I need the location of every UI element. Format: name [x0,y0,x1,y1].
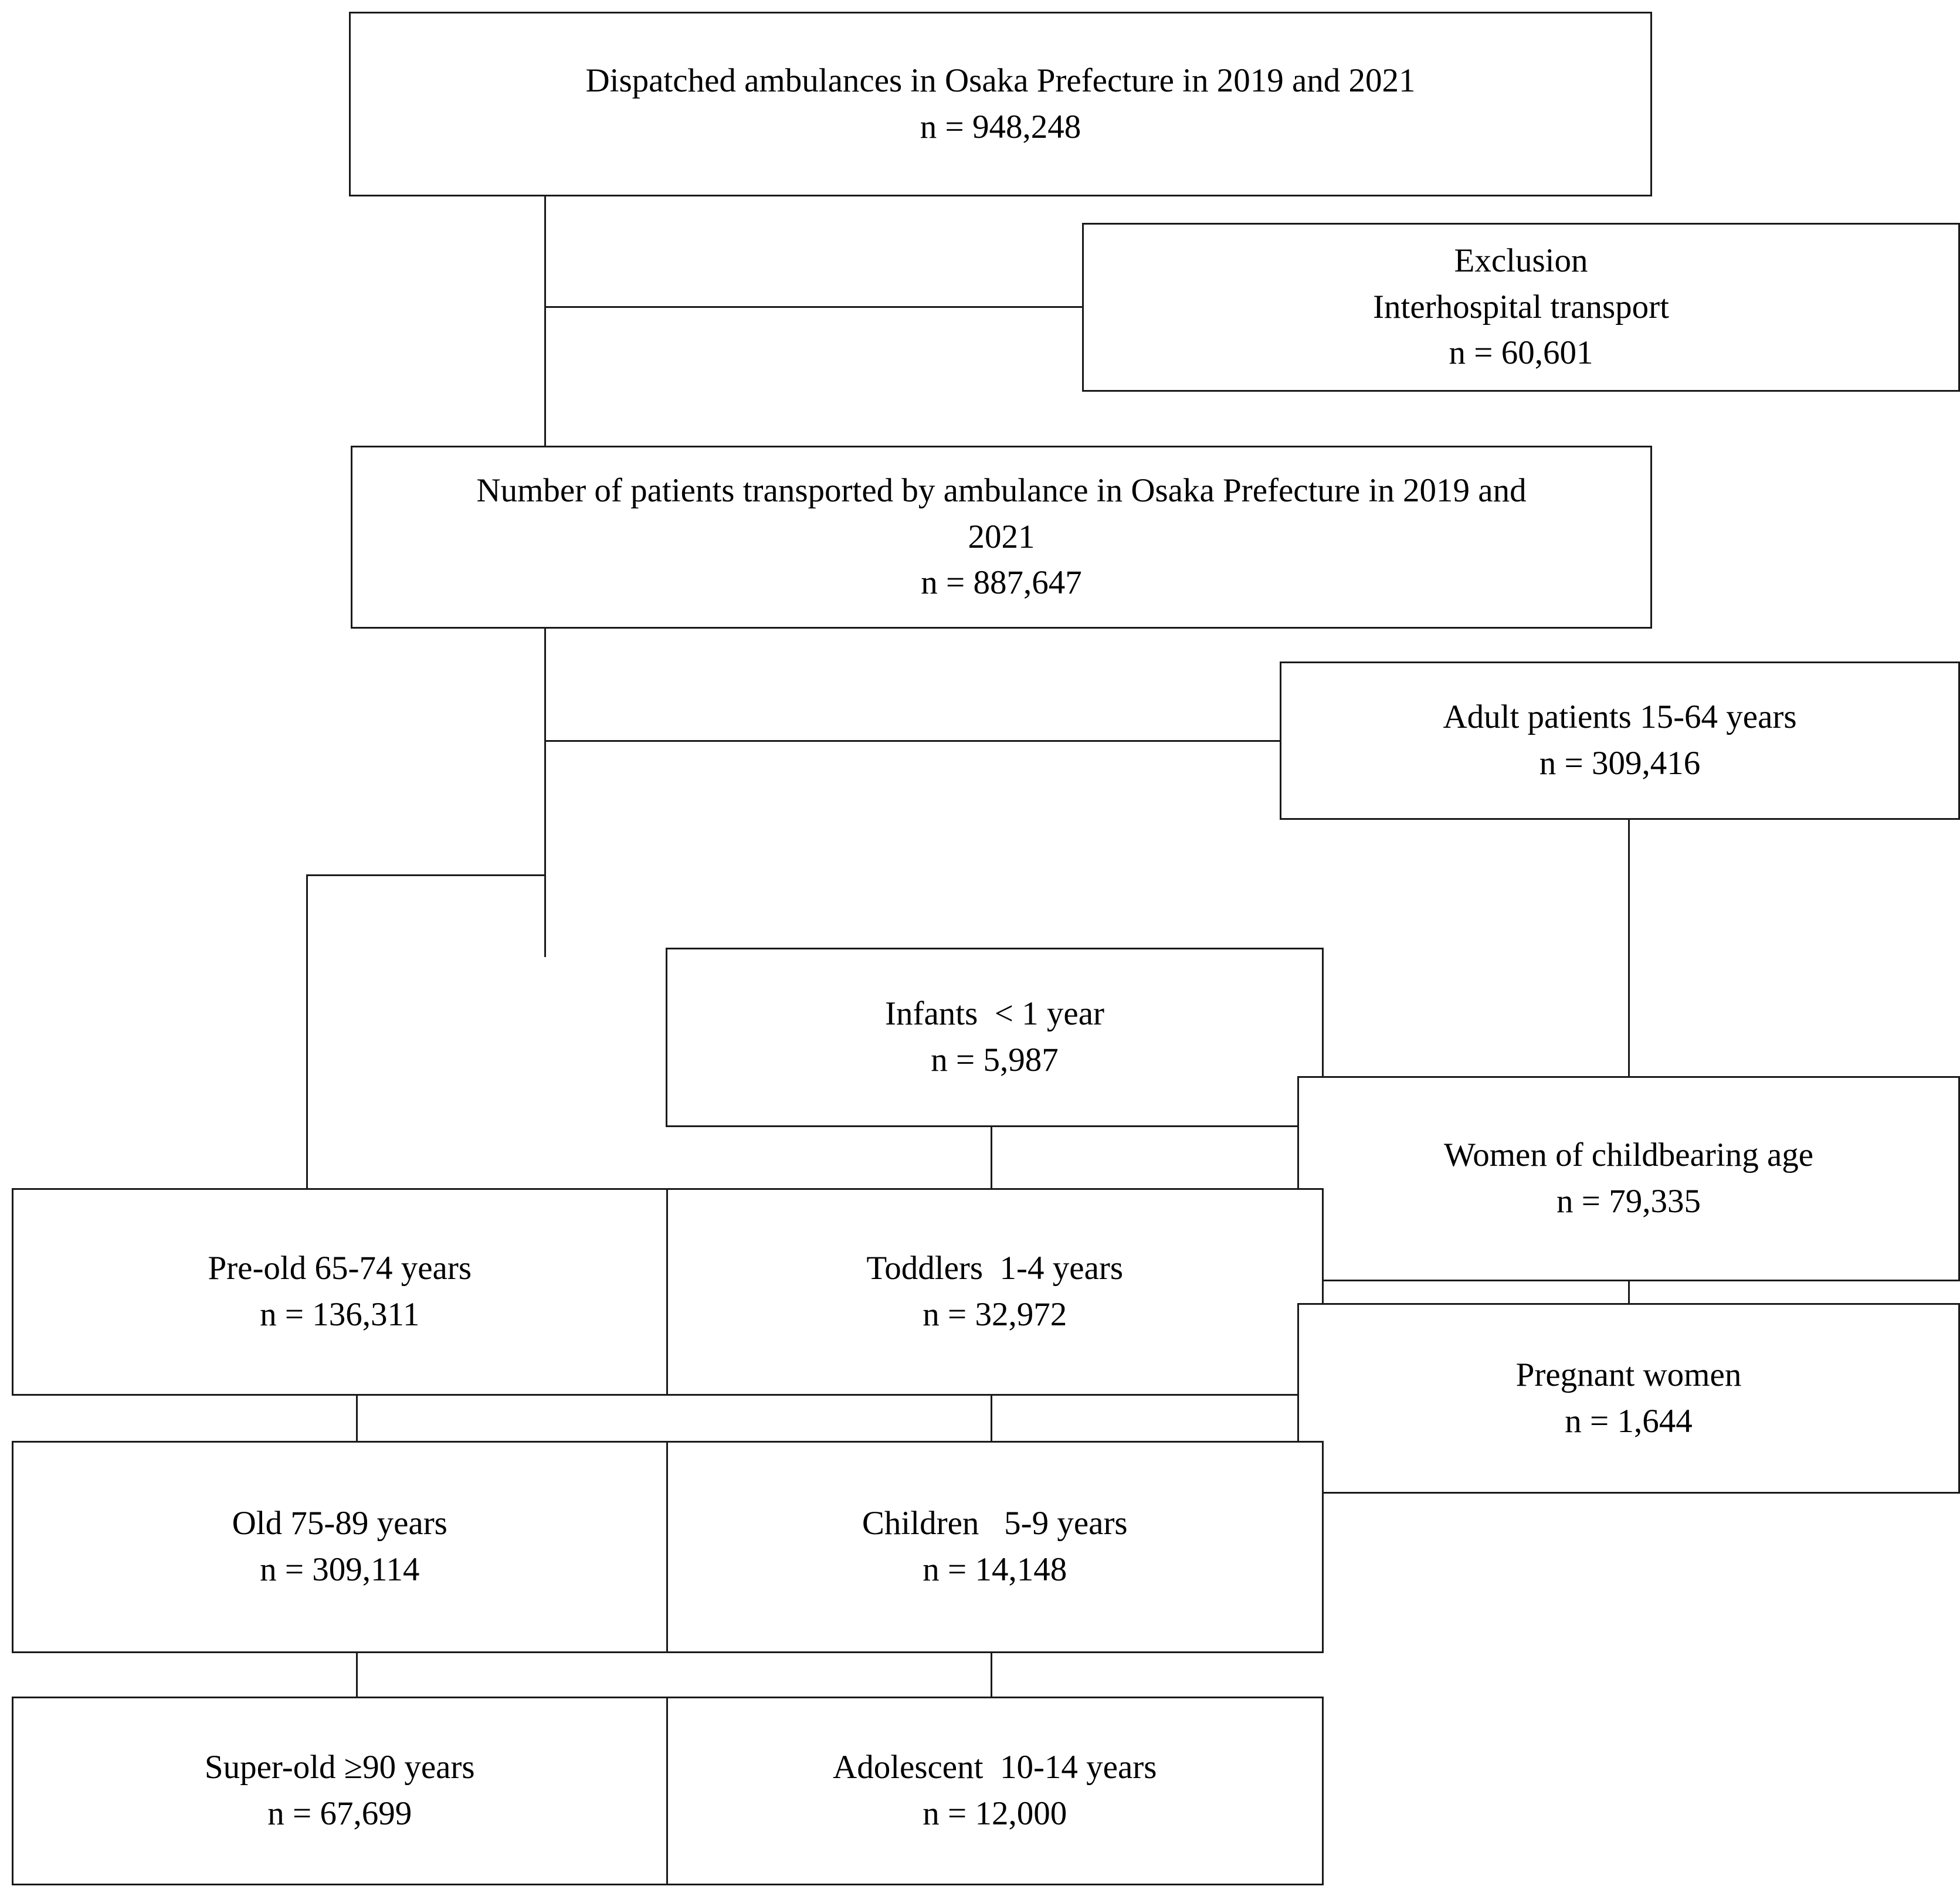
node-pregnant-women: Pregnant women n = 1,644 [1297,1303,1960,1494]
node-children: Children 5-9 years n = 14,148 [668,1443,1323,1651]
node-exclusion: Exclusion Interhospital transport n = 60… [1082,223,1960,392]
node-superold-count: n = 67,699 [267,1795,412,1832]
node-adolescent-count: n = 12,000 [923,1795,1067,1832]
node-dispatched-count: n = 948,248 [920,108,1081,145]
connector-to-adult [544,740,1281,742]
node-adolescent-line1: Adolescent 10-14 years [833,1749,1157,1786]
connector-toddlers-to-children [991,1394,992,1442]
node-adult-count: n = 309,416 [1539,745,1701,782]
node-exclusion-line1: Exclusion [1454,242,1588,280]
node-exclusion-line2: Interhospital transport [1373,288,1669,325]
node-infants-count: n = 5,987 [931,1042,1059,1078]
node-preold-line1: Pre-old 65-74 years [208,1250,472,1287]
connector-childbearing-to-pregnant [1628,1280,1630,1304]
node-transported-patients: Number of patients transported by ambula… [351,446,1652,629]
node-adult-patients: Adult patients 15-64 years n = 309,416 [1280,661,1960,820]
node-toddlers-line1: Toddlers 1-4 years [866,1250,1124,1287]
node-women-childbearing-age: Women of childbearing age n = 79,335 [1297,1076,1960,1281]
connector-to-exclusion [544,306,1084,308]
row-preold-toddlers: Pre-old 65-74 years n = 136,311 Toddlers… [12,1188,1324,1396]
node-transported-line2: 2021 [968,518,1035,555]
node-dispatched-ambulances: Dispatched ambulances in Osaka Prefectur… [349,12,1652,196]
node-super-old: Super-old ≥90 years n = 67,699 [13,1698,668,1884]
node-old-count: n = 309,114 [260,1551,420,1588]
connector-adult-to-childbearing [1628,818,1630,1078]
connector-old-to-superold [356,1652,358,1698]
node-children-line1: Children 5-9 years [862,1505,1128,1542]
node-childbearing-line1: Women of childbearing age [1443,1137,1814,1174]
connector-infants-to-toddlers [991,1125,992,1190]
node-infants-line1: Infants < 1 year [884,995,1104,1033]
node-childbearing-count: n = 79,335 [1557,1183,1701,1220]
node-old: Old 75-89 years n = 309,114 [13,1443,668,1651]
node-infants: Infants < 1 year n = 5,987 [666,948,1324,1127]
row-old-children: Old 75-89 years n = 309,114 Children 5-9… [12,1441,1324,1653]
connector-children-to-adolescent [991,1652,992,1698]
node-toddlers-count: n = 32,972 [923,1296,1067,1333]
node-adult-line1: Adult patients 15-64 years [1443,698,1797,736]
node-exclusion-count: n = 60,601 [1449,334,1593,372]
connector-left-down-to-preold [306,874,308,1191]
node-transported-line1: Number of patients transported by ambula… [476,472,1527,510]
node-toddlers: Toddlers 1-4 years n = 32,972 [668,1190,1323,1394]
connector-preold-to-old [356,1394,358,1442]
node-dispatched-line1: Dispatched ambulances in Osaka Prefectur… [585,62,1416,99]
node-superold-line1: Super-old ≥90 years [204,1749,475,1786]
node-pregnant-count: n = 1,644 [1565,1402,1693,1440]
row-superold-adolescent: Super-old ≥90 years n = 67,699 Adolescen… [12,1697,1324,1885]
node-children-count: n = 14,148 [923,1551,1067,1588]
node-pregnant-line1: Pregnant women [1515,1356,1742,1393]
node-old-line1: Old 75-89 years [232,1505,447,1542]
node-preold-count: n = 136,311 [260,1296,420,1333]
node-transported-count: n = 887,647 [921,564,1082,602]
node-adolescent: Adolescent 10-14 years n = 12,000 [668,1698,1323,1884]
node-pre-old: Pre-old 65-74 years n = 136,311 [13,1190,668,1394]
connector-branch-left [306,874,546,876]
